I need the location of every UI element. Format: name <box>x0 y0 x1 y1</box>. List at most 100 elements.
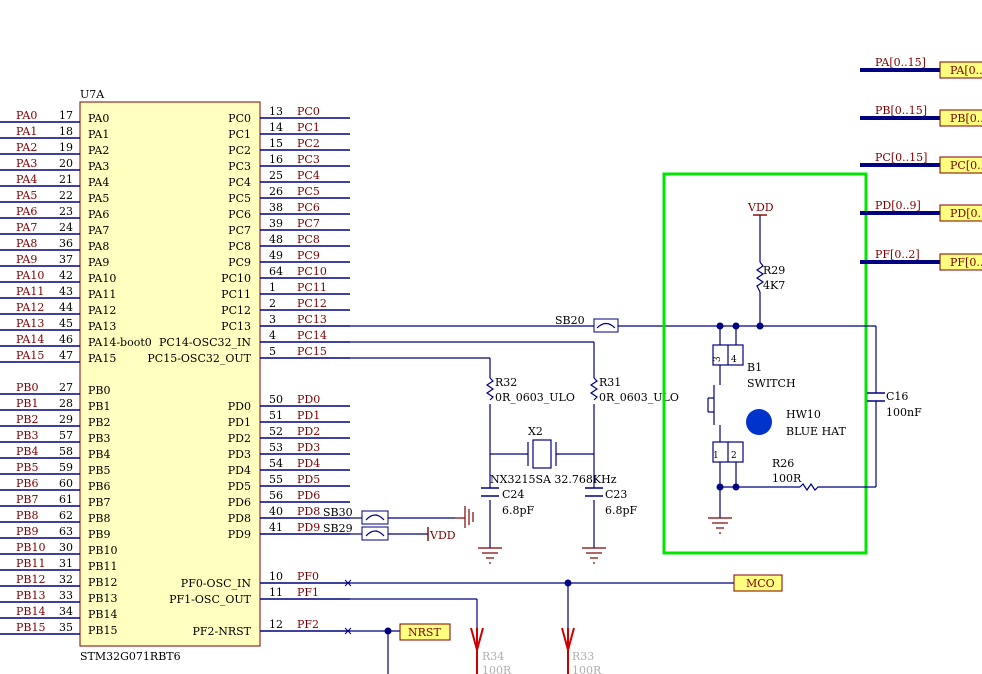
ic-part-number: STM32G071RBT6 <box>80 650 181 663</box>
net-label: PA0 <box>16 109 37 122</box>
pin-name: PC6 <box>228 208 251 221</box>
hw10-ref: HW10 <box>786 408 821 421</box>
pin-number: 49 <box>269 249 283 262</box>
pin-name: PB1 <box>88 400 110 413</box>
net-label: PA6 <box>16 205 37 218</box>
net-label: PB1 <box>16 397 38 410</box>
c16-value: 100nF <box>886 406 922 419</box>
r32-resistor <box>485 377 495 401</box>
net-label: PC14 <box>297 329 327 342</box>
pin-number: 57 <box>59 429 73 442</box>
pin-number: 35 <box>59 621 73 634</box>
pin-name: PB3 <box>88 432 110 445</box>
bus-label: PA[0..15] <box>875 56 926 69</box>
bus-port-2: PC[0..15]PC[0..15] <box>860 151 982 174</box>
capacitor-c16 <box>867 392 885 402</box>
pin-number: 45 <box>59 317 73 330</box>
net-label: PA2 <box>16 141 37 154</box>
net-label: PA4 <box>16 173 37 186</box>
pin-name: PC12 <box>221 304 251 317</box>
pin-number: 11 <box>269 586 283 599</box>
pin-name: PB5 <box>88 464 110 477</box>
net-label: PC8 <box>297 233 320 246</box>
net-label: PF1 <box>297 586 319 599</box>
net-label: PC4 <box>297 169 320 182</box>
pin-name: PD1 <box>228 416 251 429</box>
junction-b1-bottom-right <box>732 483 740 491</box>
pin-name: PC9 <box>228 256 251 269</box>
pin-name: PB2 <box>88 416 110 429</box>
bus-label: PD[0..9] <box>875 199 921 212</box>
connector-r33 <box>561 627 575 674</box>
net-label: PA13 <box>16 317 44 330</box>
r32-ref: R32 <box>495 376 517 389</box>
net-label: PB5 <box>16 461 38 474</box>
net-label: PA3 <box>16 157 37 170</box>
net-label: PB15 <box>16 621 45 634</box>
pin-name: PC14-OSC32_IN <box>159 336 251 349</box>
net-label: PC11 <box>297 281 327 294</box>
bus-port-1: PB[0..15]PB[0..15] <box>860 104 982 127</box>
pin-number: 48 <box>269 233 283 246</box>
junction-r29 <box>756 322 764 330</box>
pin-name: PC15-OSC32_OUT <box>147 352 251 365</box>
pin-number: 19 <box>59 141 73 154</box>
vdd-top-label: VDD <box>747 201 774 214</box>
pin-number: 27 <box>59 381 73 394</box>
net-label: PB8 <box>16 509 38 522</box>
pin-name: PB9 <box>88 528 110 541</box>
pin-name: PB6 <box>88 480 110 493</box>
c23-ref: C23 <box>605 488 627 501</box>
pin-number: 62 <box>59 509 73 522</box>
vdd-sb29-label: VDD <box>429 529 456 542</box>
mco-label: MCO <box>746 577 775 590</box>
b1-pin-1: 1 <box>713 451 719 461</box>
pin-name: PA0 <box>88 112 109 125</box>
pin-name: PA10 <box>88 272 116 285</box>
c24-ref: C24 <box>502 488 524 501</box>
x2-value: NX3215SA 32.768KHz <box>490 473 617 486</box>
pin-number: 43 <box>59 285 73 298</box>
pin-name: PB4 <box>88 448 110 461</box>
net-label: PD5 <box>297 473 320 486</box>
net-label: PA11 <box>16 285 44 298</box>
highlight-box-user-button <box>662 172 868 555</box>
bus-port-4: PF[0..2]PF[0..2] <box>860 248 982 271</box>
net-label: PC2 <box>297 137 320 150</box>
pin-number: 24 <box>59 221 73 234</box>
ground-symbol-c24 <box>478 547 502 564</box>
net-label: PB12 <box>16 573 45 586</box>
pin-name: PD8 <box>228 512 251 525</box>
net-label: PA8 <box>16 237 37 250</box>
pin-name: PB15 <box>88 624 117 637</box>
capacitor-c23 <box>585 487 603 497</box>
nrst-label: NRST <box>408 626 441 639</box>
pin-name: PC3 <box>228 160 251 173</box>
pin-name: PD5 <box>228 480 251 493</box>
pin-number: 15 <box>269 137 283 150</box>
net-label: PC5 <box>297 185 320 198</box>
hw10-value: BLUE HAT <box>786 425 847 438</box>
